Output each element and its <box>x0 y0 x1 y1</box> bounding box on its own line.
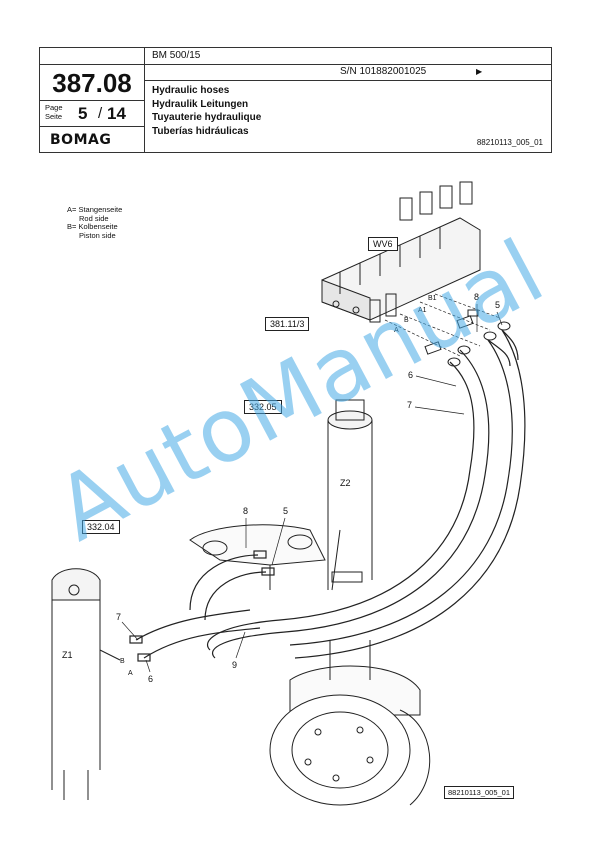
valve-fittings <box>424 309 479 355</box>
valve-block-wv6 <box>321 181 481 323</box>
label-z2: Z2 <box>340 478 351 488</box>
page-total: 14 <box>107 104 126 123</box>
figure-reference: 88210113_005_01 <box>444 786 515 799</box>
title-de: Hydraulik Leitungen <box>152 98 249 110</box>
bomag-logo: BOMAG <box>50 132 112 148</box>
hose-bundle <box>207 329 526 659</box>
port-a: A <box>394 327 399 334</box>
title-fr: Tuyauterie hydraulique <box>152 112 262 123</box>
port-a1: A1 <box>418 307 427 314</box>
document-reference: 88210113_005_01 <box>476 138 543 147</box>
hoses-from-z2 <box>189 550 275 621</box>
document-number: 387.08 <box>40 64 144 101</box>
title-en: Hydraulic hoses <box>152 85 230 96</box>
title-block: BM 500/15 S/N 101882001025 ▶ 387.08 Page… <box>39 47 552 153</box>
callout-8-mid: 8 <box>243 506 248 516</box>
section-titles: Hydraulic hoses Hydraulik Leitungen Tuya… <box>152 84 261 138</box>
hydraulic-hose-diagram: 8 5 6 7 8 5 7 6 9 B1 A1 B A B A Z2 Z1 <box>51 181 526 806</box>
callout-7-left: 7 <box>116 612 121 622</box>
legend-b: B= Kolbenseite <box>67 222 118 231</box>
ref-wv6: WV6 <box>368 237 398 251</box>
cylinder-z1 <box>51 568 121 800</box>
serial-number: S/N 101882001025 <box>340 66 427 77</box>
drum-wheel <box>269 640 431 806</box>
hoses-to-z1 <box>129 609 261 662</box>
callout-6-top: 6 <box>408 370 413 380</box>
callout-5-mid: 5 <box>283 506 288 516</box>
port-b-left: B <box>120 658 125 665</box>
port-a-left: A <box>128 670 133 677</box>
legend-a: A= Stangenseite <box>67 205 123 214</box>
title-es: Tuberías hidráulicas <box>152 125 249 137</box>
hose-end-fittings-top <box>447 321 511 367</box>
ref-332-05: 332.05 <box>244 400 282 414</box>
legend-a-sub: Rod side <box>79 213 109 223</box>
callout-7-top: 7 <box>407 400 412 410</box>
legend: A= Stangenseite Rod side B= Kolbenseite … <box>67 205 123 240</box>
callout-8-top: 8 <box>474 292 479 302</box>
label-z1: Z1 <box>62 650 73 660</box>
serial-arrow-icon: ▶ <box>476 67 483 76</box>
page-indicator: Page Seite 5 / 14 <box>40 101 144 127</box>
page-label: Page Seite <box>45 103 63 121</box>
title-block-left <box>40 48 145 152</box>
legend-b-sub: Piston side <box>79 230 116 240</box>
callout-9: 9 <box>232 660 237 670</box>
cylinder-z2 <box>327 399 373 591</box>
ref-332-04: 332.04 <box>82 520 120 534</box>
callout-leaders <box>121 304 503 673</box>
serial-row: S/N 101882001025 ▶ <box>144 64 551 81</box>
page-current: 5 <box>78 104 88 123</box>
model-row: BM 500/15 <box>144 48 551 65</box>
frame-bracket <box>189 524 326 590</box>
ref-381-11-3: 381.11/3 <box>265 317 310 331</box>
page-separator: / <box>98 105 103 122</box>
port-b1: B1 <box>428 295 437 302</box>
callout-6-left: 6 <box>148 674 153 684</box>
callout-5-top: 5 <box>495 300 500 310</box>
port-b: B <box>404 317 409 324</box>
model-name: BM 500/15 <box>152 50 201 61</box>
